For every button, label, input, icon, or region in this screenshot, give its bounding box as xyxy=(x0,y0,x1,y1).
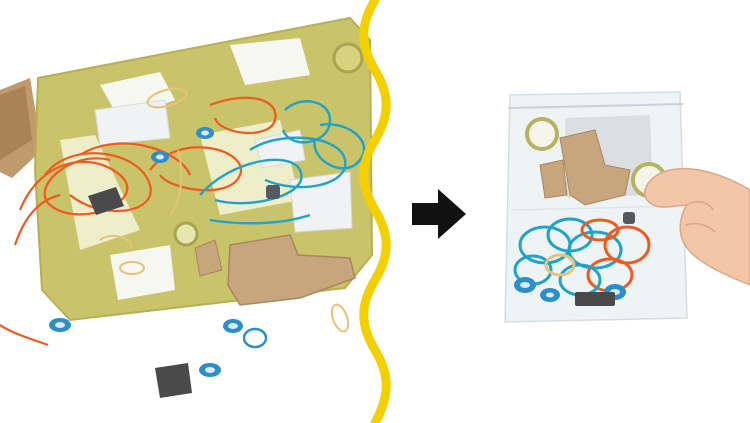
dark-sticker xyxy=(155,363,192,398)
cardboard-tab xyxy=(194,239,223,277)
hand-finger-line xyxy=(686,200,714,211)
bag-grommet xyxy=(623,212,635,224)
hand-finger-line xyxy=(684,222,716,233)
unpacked-kit-photo xyxy=(0,16,374,398)
bag-cardboard-tab xyxy=(539,159,568,199)
hand xyxy=(644,167,750,286)
grey-grommet xyxy=(266,185,280,199)
bag-zip-seal xyxy=(507,103,684,109)
bag-round-sticker xyxy=(525,117,559,151)
bag-cardboard-piece xyxy=(559,129,631,206)
blue-rubber-bands xyxy=(199,100,366,225)
bag-rubber-bands xyxy=(513,217,651,297)
yellow-rubber-bands xyxy=(99,87,350,333)
packed-bag-illustration xyxy=(504,91,750,323)
blue-eyelets xyxy=(49,127,268,377)
unpacked-kit-illustration xyxy=(0,16,374,398)
packed-bag-photo xyxy=(395,0,750,423)
round-sticker xyxy=(332,42,364,74)
bag-fold xyxy=(512,205,684,211)
sheet-cutout xyxy=(230,38,310,85)
wavy-divider-icon xyxy=(359,0,391,423)
arrow-right-icon xyxy=(412,189,466,239)
bag-eyelets xyxy=(514,277,626,302)
round-sticker xyxy=(173,221,199,247)
dark-sticker xyxy=(88,187,124,215)
bag-dark-sticker xyxy=(575,292,615,306)
cardboard-box-side xyxy=(0,86,32,160)
sheet-cutout xyxy=(110,245,175,300)
white-sticker-sheet xyxy=(94,99,171,146)
cardboard-bracket xyxy=(227,234,356,306)
